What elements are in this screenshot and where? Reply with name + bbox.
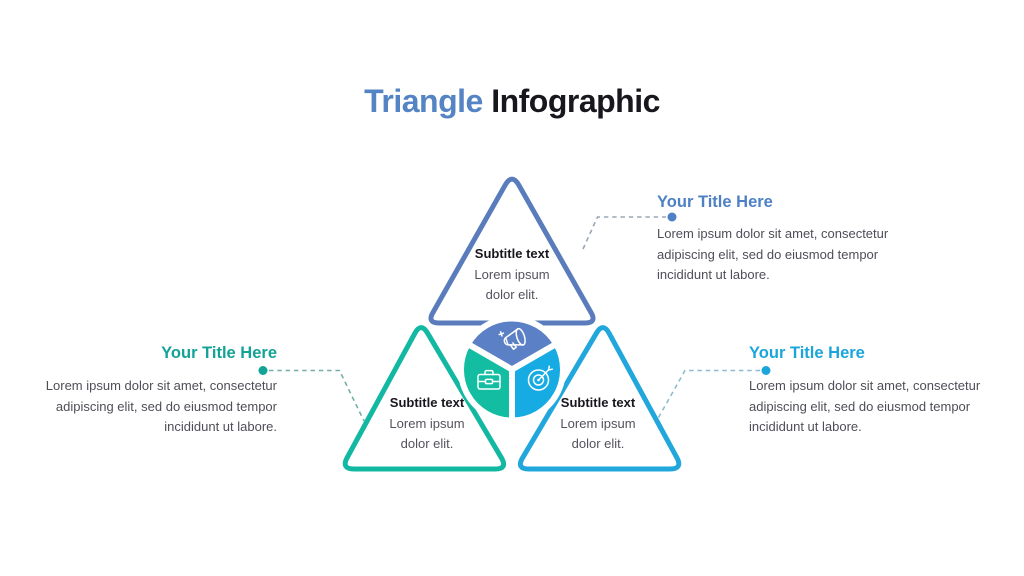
page-title: Triangle Infographic	[0, 84, 1024, 124]
megaphone-icon	[498, 327, 526, 350]
callout-left-body: Lorem ipsum dolor sit amet, consectetur …	[37, 376, 277, 438]
triangle-left-text: Subtitle text Lorem ipsum dolor elit.	[367, 393, 487, 455]
callout-left-line2: adipiscing elit, sed do eiusmod tempor	[55, 398, 277, 414]
connector-line-bottom-right	[657, 369, 760, 418]
triangle-left-subtitle: Subtitle text	[389, 395, 465, 410]
page-title-rest: Infographic	[491, 83, 660, 119]
triangle-right-subtitle: Subtitle text	[560, 395, 636, 410]
callout-bottom-right-body: Lorem ipsum dolor sit amet, consectetur …	[749, 376, 980, 438]
callout-bottom-right-line1: Lorem ipsum dolor sit amet, consectetur	[749, 378, 981, 393]
connector-line-left	[269, 369, 365, 422]
triangle-top-line2: dolor elit.	[485, 287, 539, 302]
callout-top-right-line1: Lorem ipsum dolor sit amet, consectetur	[657, 226, 889, 241]
callout-bottom-right-title: Your Title Here	[749, 344, 865, 362]
callout-left-line3: incididunt ut labore.	[164, 419, 277, 434]
page-title-accent: Triangle	[364, 83, 483, 119]
circle-left-sector	[458, 341, 515, 424]
callout-bottom-right-line2: adipiscing elit, sed do eiusmod tempor	[749, 398, 971, 414]
triangle-top-line1: Lorem ipsum	[474, 266, 550, 282]
connector-line-top-right	[582, 216, 666, 250]
triangle-right-line2: dolor elit.	[571, 436, 625, 451]
triangle-right-text: Subtitle text Lorem ipsum dolor elit.	[538, 393, 658, 455]
callout-bottom-right-line3: incididunt ut labore.	[749, 419, 862, 434]
top-triangle-shape	[428, 176, 596, 326]
connector-dot-top-right	[667, 212, 677, 222]
callout-top-right-body: Lorem ipsum dolor sit amet, consectetur …	[657, 224, 888, 286]
triangle-top-text: Subtitle text Lorem ipsum dolor elit.	[452, 244, 572, 306]
briefcase-icon	[477, 369, 501, 390]
connector-dot-left	[258, 366, 268, 375]
connector-dot-bottom-right	[761, 366, 771, 375]
callout-top-right-line3: incididunt ut labore.	[657, 267, 770, 282]
target-icon	[527, 365, 554, 391]
triangle-top-subtitle: Subtitle text	[474, 246, 550, 261]
callout-top-right-line2: adipiscing elit, sed do eiusmod tempor	[657, 246, 879, 262]
callout-left-title: Your Title Here	[161, 344, 277, 362]
callout-top-right-title: Your Title Here	[657, 193, 773, 211]
callout-left-line1: Lorem ipsum dolor sit amet, consectetur	[45, 378, 277, 393]
bottom-right-triangle-shape	[517, 325, 682, 472]
triangle-right-line1: Lorem ipsum	[560, 415, 636, 431]
circle-right-sector	[509, 341, 566, 424]
triangle-left-line1: Lorem ipsum	[389, 415, 465, 431]
triangle-left-line2: dolor elit.	[400, 436, 454, 451]
bottom-left-triangle-shape	[342, 325, 507, 472]
